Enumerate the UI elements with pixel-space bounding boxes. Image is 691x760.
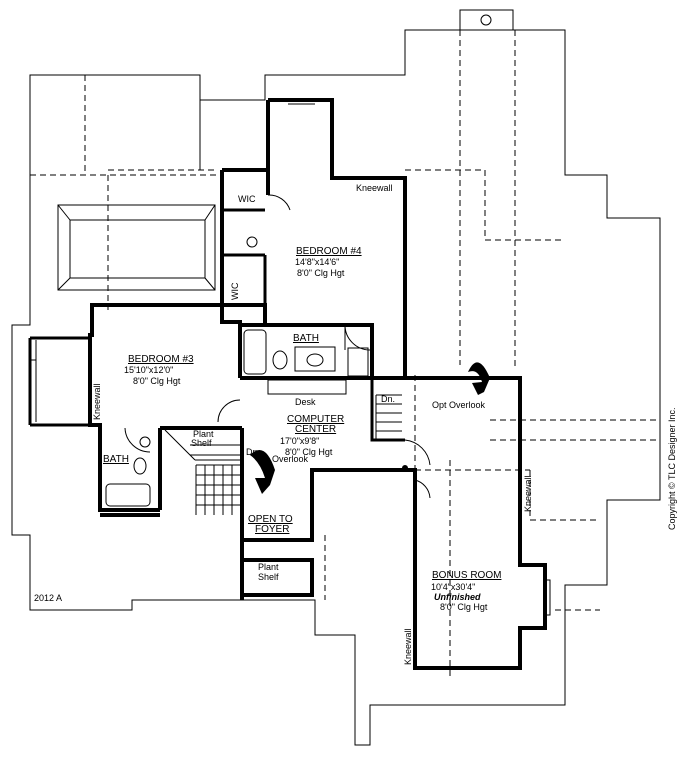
label-kneewall-top: Kneewall xyxy=(356,183,393,193)
open-to-foyer-2: FOYER xyxy=(255,524,289,535)
window-bedroom4 xyxy=(288,99,315,105)
label-shelf-lower: Shelf xyxy=(258,572,279,582)
door-swing-stairs xyxy=(404,439,431,466)
wall-upper-stair xyxy=(370,378,405,442)
overlook-arrow-icon xyxy=(250,450,275,494)
wall-bath-upper xyxy=(240,323,374,378)
sink-lower xyxy=(139,436,151,448)
room-label-bedroom4: BEDROOM #4 xyxy=(296,246,362,257)
label-kneewall-left: Kneewall xyxy=(92,383,102,420)
room-label-computer-1: COMPUTER xyxy=(287,414,344,425)
wall-stair-left xyxy=(158,426,244,600)
label-kneewall-bonus: Kneewall xyxy=(403,628,413,665)
door-swing-bonus xyxy=(414,479,431,499)
room-label-computer-2: CENTER xyxy=(295,424,336,435)
wall-plant-shelf xyxy=(242,376,547,670)
stair-lower xyxy=(164,429,242,515)
copyright: Copyright © TLC Designer Inc. xyxy=(667,407,677,530)
label-opt-overlook: Opt Overlook xyxy=(432,400,486,410)
door-swing-bedroom4 xyxy=(267,194,291,211)
opt-overlook-arrow-icon xyxy=(468,362,490,395)
label-kneewall-right: Kneewall xyxy=(523,475,533,512)
room-size-bonus: 10'4"x30'4" xyxy=(431,582,475,592)
window-bonus xyxy=(545,579,551,616)
roof-dashed-lines xyxy=(30,30,660,680)
wall-bedroom3-window xyxy=(28,336,92,427)
room-label-bath-lower: BATH xyxy=(103,454,129,465)
label-plant-lower: Plant xyxy=(258,562,279,572)
door-swing-bath xyxy=(344,324,371,351)
label-dn-upper: Dn. xyxy=(381,394,395,404)
room-label-bonus: BONUS ROOM xyxy=(432,570,501,581)
sink-upper xyxy=(306,353,324,367)
wall-bedroom4-bump xyxy=(268,98,407,378)
toilet-upper xyxy=(272,350,288,370)
wall-wic-block xyxy=(220,168,268,325)
hip-roof-inner xyxy=(69,219,206,279)
open-to-foyer-1: OPEN TO xyxy=(248,514,293,525)
room-extra-computer: Overlook xyxy=(272,454,309,464)
door-swing-lower-bath xyxy=(124,427,151,453)
bathtub-lower xyxy=(105,483,151,507)
room-height-bonus: 8'0" Clg Hgt xyxy=(440,602,488,612)
wall-bedroom3 xyxy=(88,303,242,512)
linen-upper xyxy=(347,347,369,377)
room-label-wic-upper: WIC xyxy=(238,194,256,204)
vent-icon xyxy=(480,14,492,26)
room-label-bedroom3: BEDROOM #3 xyxy=(128,354,194,365)
hip-roof-diagonals xyxy=(57,204,216,291)
room-label-bath-upper: BATH xyxy=(293,333,319,344)
room-height-bedroom4: 8'0" Clg Hgt xyxy=(297,268,345,278)
room-size-bedroom4: 14'8"x14'6" xyxy=(295,257,339,267)
vanity-upper xyxy=(294,346,336,372)
fan-icon-wic xyxy=(246,236,258,248)
label-shelf-upper: Shelf xyxy=(191,438,212,448)
room-status-bonus: Unfinished xyxy=(434,592,481,602)
plan-id: 2012 A xyxy=(34,593,62,603)
stair-upper xyxy=(375,394,402,440)
label-desk: Desk xyxy=(295,397,316,407)
chimney-cap xyxy=(459,9,514,31)
room-label-wic-lower: WIC xyxy=(230,282,240,300)
room-size-computer: 17'0"x9'8" xyxy=(280,436,319,446)
desk-counter xyxy=(267,379,347,395)
door-swing-bedroom3 xyxy=(217,399,241,423)
roof-outline xyxy=(11,29,661,746)
wall-wic-inner xyxy=(222,208,267,305)
room-size-bedroom3: 15'10"x12'0" xyxy=(124,365,173,375)
bathtub-upper xyxy=(243,329,267,375)
label-plant-upper: Plant xyxy=(193,429,214,439)
toilet-lower xyxy=(133,457,147,475)
room-height-computer: 8'0" Clg Hgt xyxy=(285,447,333,457)
post-icon xyxy=(402,465,408,471)
hip-roof-outline xyxy=(57,204,216,291)
room-height-bedroom3: 8'0" Clg Hgt xyxy=(133,376,181,386)
wall-plant-shelf-lower xyxy=(242,558,314,597)
label-dn-lower: Dn. xyxy=(246,447,260,457)
